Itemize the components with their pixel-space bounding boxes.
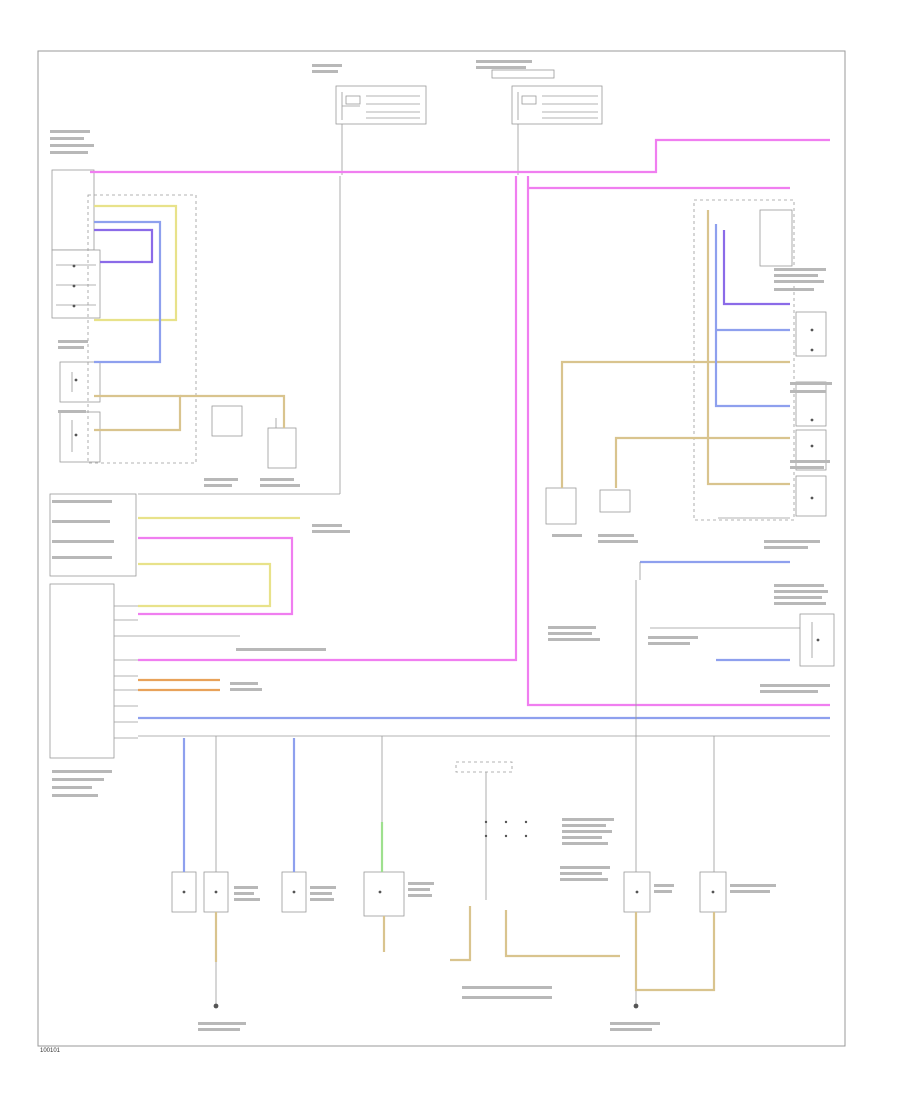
left-central-control-module [49, 493, 138, 759]
right-front-door-module [693, 199, 827, 521]
fuse-block-right [491, 69, 603, 175]
left-front-door-module [51, 169, 101, 319]
label-stubs [50, 60, 832, 1031]
diagram-frame [37, 50, 846, 1047]
wire-tan [94, 210, 790, 992]
bottom-switch-5 [623, 871, 651, 913]
left-rear-door-lock-actuator [59, 194, 197, 464]
wire-violet [94, 228, 790, 306]
fuse-block-left [335, 85, 427, 175]
bottom-switch-4 [363, 871, 405, 917]
left-rear-power-lock-switch [59, 361, 101, 403]
wire-blue [94, 220, 830, 872]
wire-pink [90, 138, 830, 707]
footer-code: 100101 [40, 1048, 61, 1054]
bottom-switch-3 [281, 871, 307, 913]
left-rear-door-switch-and-courtesy-lamp [211, 405, 297, 469]
wire-orange [138, 678, 220, 692]
right-rear-door-switch-and-lamp [545, 487, 631, 525]
wire-gray [138, 176, 830, 872]
ground-left [213, 962, 219, 1009]
bottom-relay-block [455, 761, 528, 900]
wire-yellow [94, 204, 300, 608]
bottom-switch-2 [203, 871, 229, 913]
bottom-switch-1 [171, 871, 197, 913]
bottom-switch-6 [699, 871, 727, 913]
right-control-module [799, 613, 835, 667]
